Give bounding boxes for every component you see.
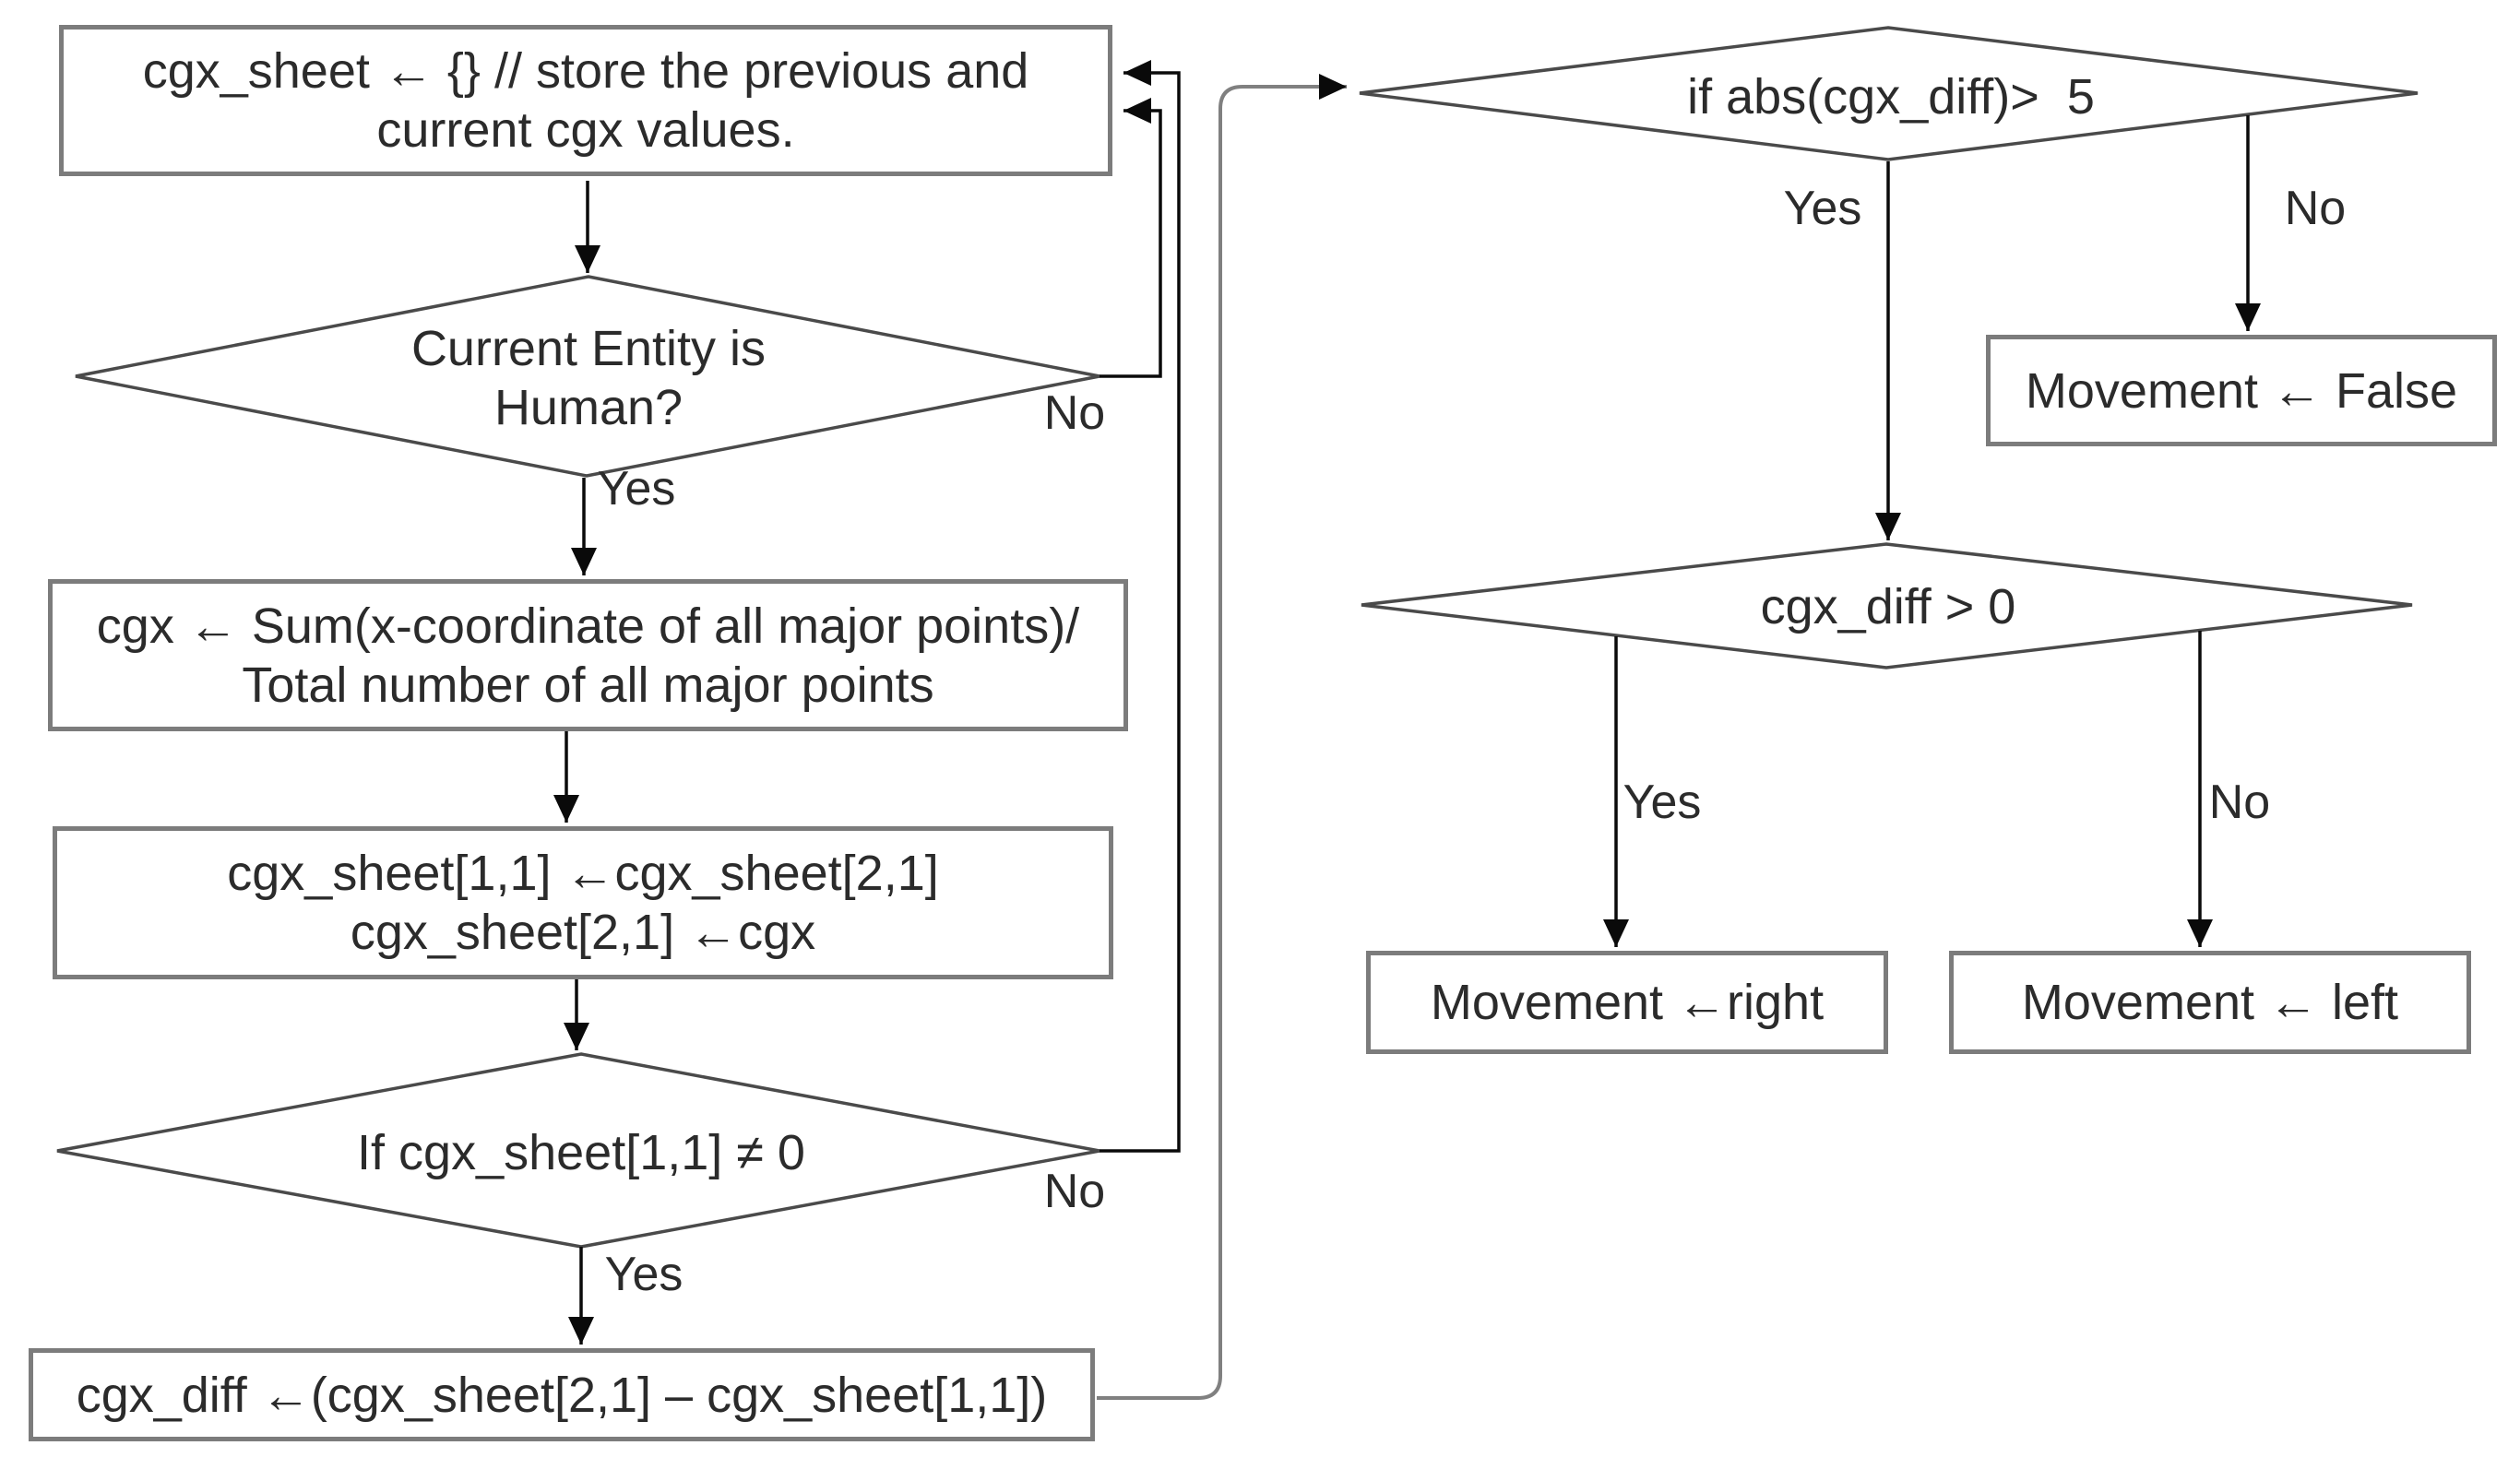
node-init-line-1: cgx_sheet ← {} // store the previous and <box>142 43 1029 99</box>
node-compute-cgx-line-2: Total number of all major points <box>242 657 934 713</box>
node-is-human-line-2: Human? <box>493 380 683 435</box>
node-movement-left-line-1: Movement ← left <box>2021 975 2399 1030</box>
node-compute-diff-line-1: cgx_diff ←(cgx_sheet[2,1] – cgx_sheet[1,… <box>76 1367 1048 1423</box>
node-is-human-text: Current Entity is Human? <box>275 304 902 452</box>
label-check-nonzero-yes: Yes <box>604 1248 683 1301</box>
node-check-direction-line-1: cgx_diff > 0 <box>1760 578 2016 634</box>
node-is-human-line-1: Current Entity is <box>410 321 767 376</box>
label-ishuman-no: No <box>1043 386 1106 440</box>
diamond-check-direction <box>1361 542 2413 669</box>
label-ishuman-yes: Yes <box>597 462 676 515</box>
edge-ishuman-no-loop <box>1100 98 1162 378</box>
node-shift-sheet-line-1: cgx_sheet[1,1] ←cgx_sheet[2,1] <box>227 846 939 901</box>
node-init-line-2: current cgx values. <box>376 102 795 158</box>
edge-check-no-loop <box>1100 60 1181 1153</box>
label-check-threshold-no: No <box>2284 182 2347 235</box>
label-check-threshold-yes: Yes <box>1783 182 1862 235</box>
label-check-nonzero-no: No <box>1043 1165 1106 1218</box>
node-movement-right-box: Movement ←right <box>1366 951 1888 1054</box>
node-compute-cgx-box: cgx ← Sum(x-coordinate of all major poin… <box>48 579 1128 731</box>
node-shift-sheet-box: cgx_sheet[1,1] ←cgx_sheet[2,1] cgx_sheet… <box>53 826 1113 979</box>
node-movement-false-line-1: Movement ← False <box>2025 362 2458 419</box>
diamond-check-threshold <box>1359 26 2419 161</box>
edge-diff-to-threshold-loop <box>1097 74 1347 1400</box>
diamond-is-human <box>75 275 1100 478</box>
node-check-nonzero-line-1: If cgx_sheet[1,1] ≠ 0 <box>357 1125 805 1180</box>
node-movement-false-box: Movement ← False <box>1986 335 2497 446</box>
node-compute-cgx-line-1: cgx ← Sum(x-coordinate of all major poin… <box>96 598 1080 654</box>
node-init-box: cgx_sheet ← {} // store the previous and… <box>59 25 1112 176</box>
node-movement-left-box: Movement ← left <box>1949 951 2471 1054</box>
node-check-threshold-line-1: if abs(cgx_diff)> 5 <box>1687 69 2095 124</box>
label-check-direction-no: No <box>2208 776 2271 829</box>
node-movement-right-line-1: Movement ←right <box>1430 975 1825 1030</box>
node-shift-sheet-line-2: cgx_sheet[2,1] ←cgx <box>350 905 816 960</box>
node-check-threshold-text: if abs(cgx_diff)> 5 <box>1476 37 2306 157</box>
node-check-direction-text: cgx_diff > 0 <box>1473 553 2303 659</box>
node-compute-diff-box: cgx_diff ←(cgx_sheet[2,1] – cgx_sheet[1,… <box>29 1348 1095 1441</box>
label-check-direction-yes: Yes <box>1623 776 1702 829</box>
node-check-nonzero-text: If cgx_sheet[1,1] ≠ 0 <box>120 1088 1042 1217</box>
